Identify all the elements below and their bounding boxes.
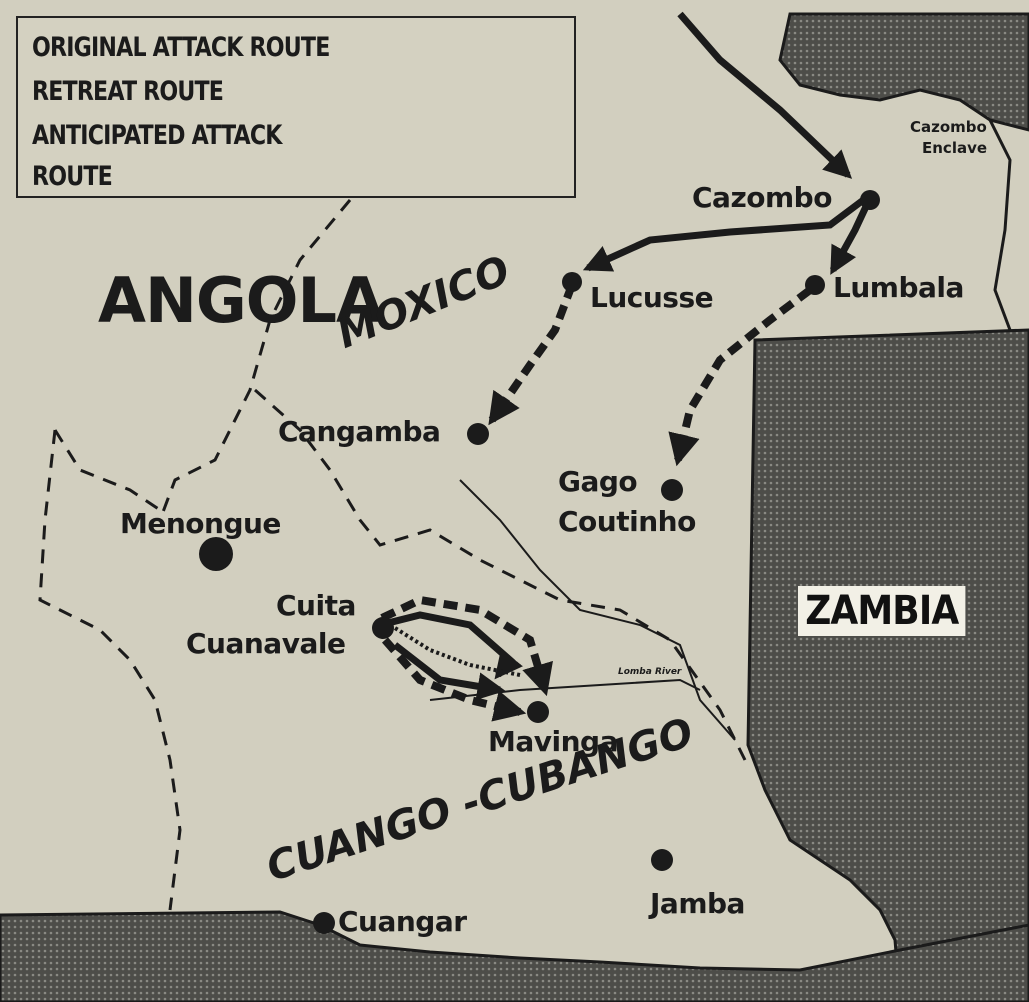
menongue-marker	[199, 537, 233, 571]
anticipated-attack-routes	[380, 283, 813, 722]
legend-retreat-label: RETREAT ROUTE	[32, 76, 224, 107]
coutinho-label: Coutinho	[558, 505, 696, 538]
cuangar-marker	[313, 912, 335, 934]
southern-border-band	[0, 910, 1029, 1002]
gago-coutinho-marker	[661, 479, 683, 501]
legend-anticipated-label-2: ROUTE	[32, 161, 113, 192]
legend-anticipated-label-1: ANTICIPATED ATTACK	[32, 120, 282, 151]
map-legend: ORIGINAL ATTACK ROUTE RETREAT ROUTE ANTI…	[16, 16, 576, 198]
gago-label: Gago	[558, 465, 638, 498]
legend-original-label: ORIGINAL ATTACK ROUTE	[32, 32, 330, 63]
lucusse-label: Lucusse	[590, 281, 714, 314]
cazombo-enclave-label-1: Cazombo	[910, 118, 987, 136]
mavinga-marker	[527, 701, 549, 723]
cuito-river	[459, 479, 736, 741]
retreat-route	[393, 626, 521, 677]
mavinga-label: Mavinga	[488, 725, 618, 758]
cazombo-enclave-label-2: Enclave	[922, 139, 988, 157]
menongue-label: Menongue	[120, 507, 281, 540]
angola-label: ANGOLA	[98, 264, 384, 337]
lumbala-label: Lumbala	[833, 271, 964, 304]
cazombo-label: Cazombo	[692, 181, 832, 214]
lucusse-marker	[562, 272, 582, 292]
zambia-east-territory	[746, 328, 1029, 1002]
jamba-label: Jamba	[650, 887, 745, 920]
zambia-north-territory	[778, 12, 1029, 132]
cuita-cuanavale-marker	[372, 617, 394, 639]
lumbala-marker	[805, 275, 825, 295]
cuangar-label: Cuangar	[338, 905, 467, 938]
cuanavale-label: Cuanavale	[186, 627, 346, 660]
cazombo-enclave-border	[988, 119, 1012, 331]
jamba-marker	[651, 849, 673, 871]
zambia-label: ZAMBIA	[798, 586, 966, 636]
lomba-river-label: Lomba River	[618, 667, 682, 677]
cangamba-marker	[467, 423, 489, 445]
cuita-label: Cuita	[276, 589, 356, 622]
province-boundaries	[38, 199, 747, 911]
original-attack-routes	[379, 11, 874, 701]
cazombo-marker	[860, 190, 880, 210]
city-markers	[199, 190, 880, 934]
cangamba-label: Cangamba	[278, 415, 441, 448]
